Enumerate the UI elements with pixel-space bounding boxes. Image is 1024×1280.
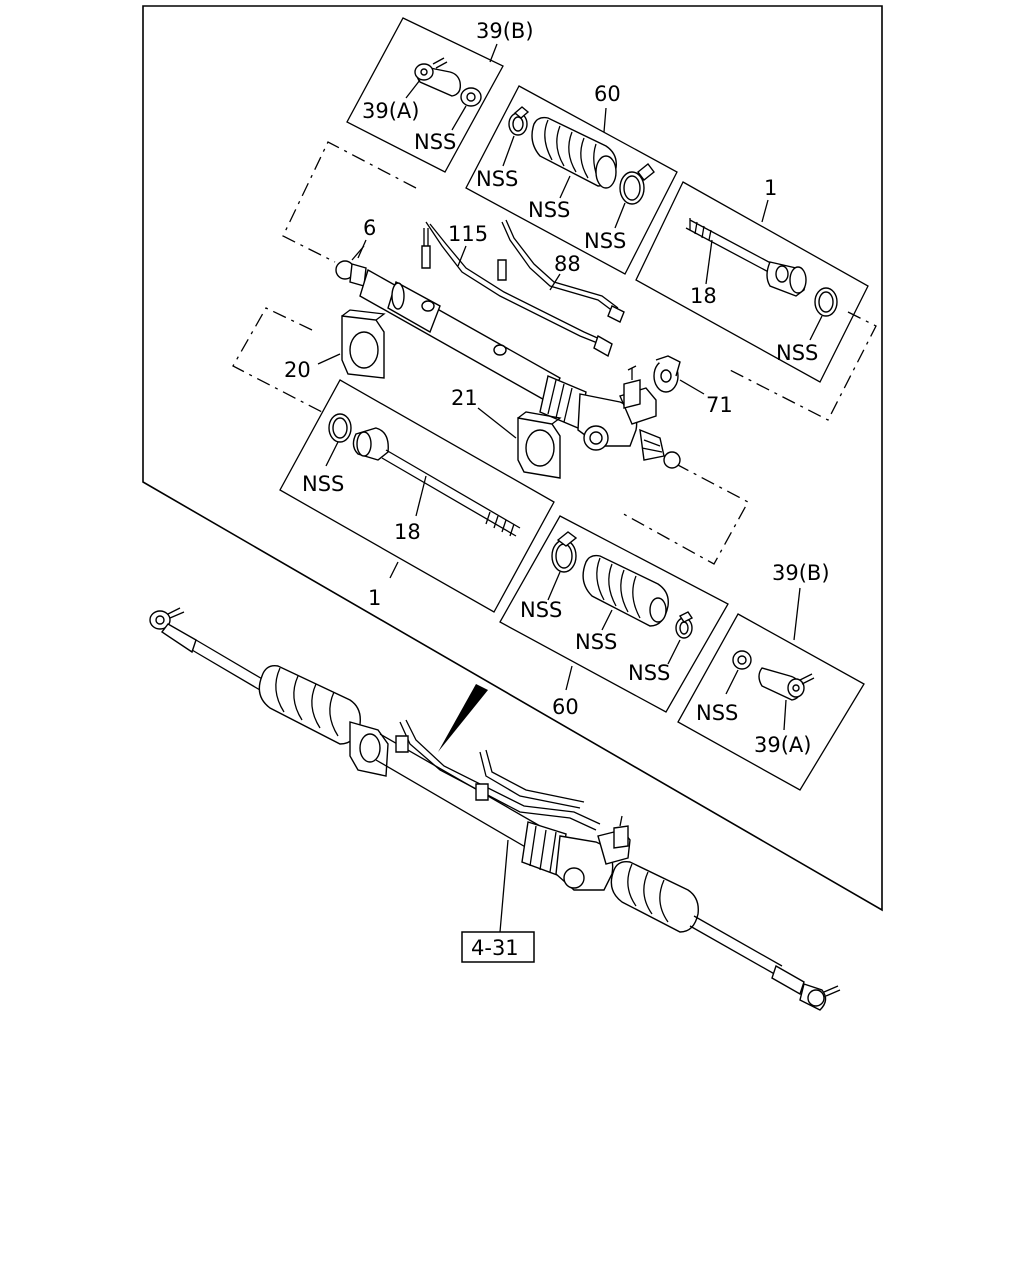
label-nss-washer-top: NSS xyxy=(776,341,818,365)
small-clamp-top xyxy=(508,106,530,136)
group-39b-bottom xyxy=(677,587,865,791)
label-60-top: 60 xyxy=(594,82,621,106)
group-39b-top xyxy=(346,17,504,173)
large-clamp-top xyxy=(619,163,655,205)
label-20: 20 xyxy=(284,358,311,382)
label-6: 6 xyxy=(363,216,376,240)
bellows-boot-bottom xyxy=(582,554,669,627)
group-60-bottom xyxy=(499,515,729,713)
bellows-boot-top xyxy=(531,116,617,189)
leader-21 xyxy=(477,407,517,439)
leader-71 xyxy=(679,379,705,395)
tie-rod-end-bottom xyxy=(758,667,815,701)
label-nss-nut-bottom: NSS xyxy=(696,701,738,725)
large-clamp-bottom xyxy=(551,531,578,573)
label-39a-top: 39(A) xyxy=(362,99,419,123)
mount-bracket-21 xyxy=(517,411,562,479)
label-1-bottom: 1 xyxy=(368,586,381,610)
label-nss-clamp-bottom: NSS xyxy=(520,598,562,622)
label-88: 88 xyxy=(554,252,581,276)
leader-20 xyxy=(317,353,341,365)
leader-88 xyxy=(549,273,561,291)
inner-tie-rod-bottom xyxy=(352,427,521,537)
leader-6 xyxy=(357,239,367,259)
nut-bottom xyxy=(732,650,752,670)
assembled-steering-gear xyxy=(149,607,841,1011)
guide-dashed-left xyxy=(232,307,323,413)
tie-rod-end-top xyxy=(414,57,462,97)
group-1-top xyxy=(635,181,869,383)
guide-dashed-right-top xyxy=(729,311,877,421)
rack-housing xyxy=(335,245,681,469)
main-frame-outline xyxy=(142,5,883,912)
guide-dashed-top xyxy=(282,141,417,263)
lock-ring-bottom xyxy=(328,413,352,443)
leader-ref xyxy=(499,839,509,933)
seal-71 xyxy=(653,355,681,393)
label-21: 21 xyxy=(451,386,478,410)
pipe-115 xyxy=(421,221,613,358)
label-nss-washer-bottom: NSS xyxy=(302,472,344,496)
group-1-bottom xyxy=(279,379,555,613)
label-39b-top: 39(B) xyxy=(476,19,534,43)
inner-tie-rod-top xyxy=(685,218,807,297)
label-1-top: 1 xyxy=(764,176,777,200)
guide-dashed-right-bot xyxy=(619,463,749,565)
small-clamp-bottom xyxy=(675,611,694,639)
leader-115 xyxy=(457,245,467,267)
label-nss-clamp-top: NSS xyxy=(476,167,518,191)
label-60-bottom: 60 xyxy=(552,695,579,719)
ref-box xyxy=(461,931,535,963)
group-60-top xyxy=(465,85,678,275)
label-18-bottom: 18 xyxy=(394,520,421,544)
label-39b-bottom: 39(B) xyxy=(772,561,830,585)
label-ref-4-31: 4-31 xyxy=(471,936,519,960)
label-nss-ring-top: NSS xyxy=(584,229,626,253)
label-nss-boot-top: NSS xyxy=(528,198,570,222)
lock-ring-top xyxy=(814,287,838,317)
mount-bracket-20 xyxy=(341,309,386,379)
nut-top xyxy=(460,87,482,107)
pointer-wedge xyxy=(438,684,488,752)
label-18-top: 18 xyxy=(690,284,717,308)
label-115: 115 xyxy=(448,222,488,246)
label-nss-ring-bottom: NSS xyxy=(628,661,670,685)
pipe-88 xyxy=(497,219,625,323)
label-nss-nut-top: NSS xyxy=(414,130,456,154)
label-nss-boot-bottom: NSS xyxy=(575,630,617,654)
label-39a-bottom: 39(A) xyxy=(754,733,811,757)
label-71: 71 xyxy=(706,393,733,417)
